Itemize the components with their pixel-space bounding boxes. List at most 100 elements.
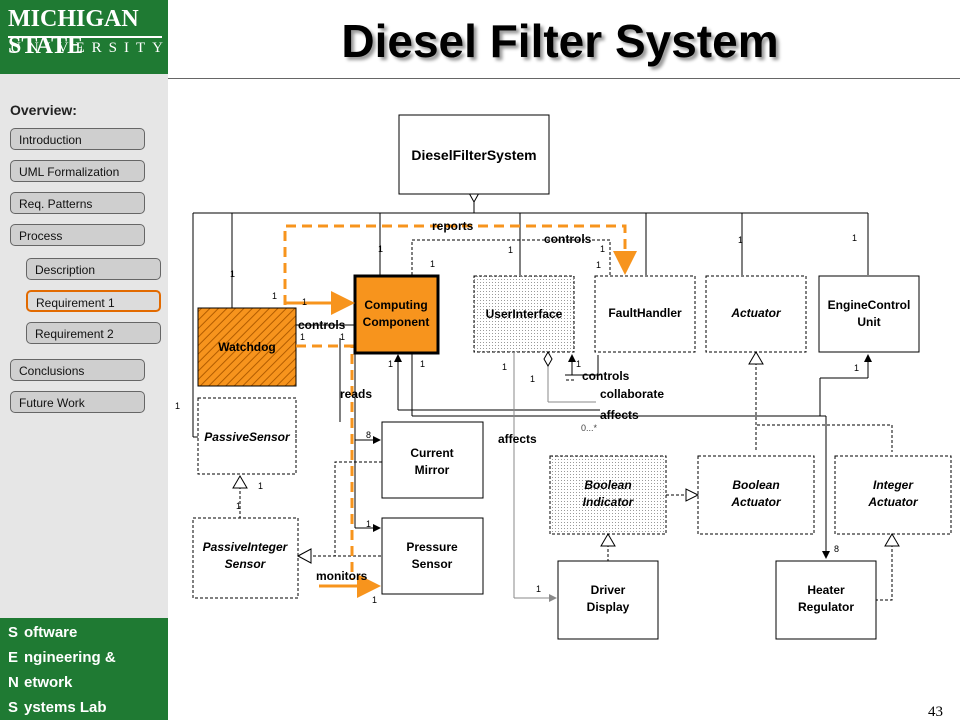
sens-rest: oftware xyxy=(24,624,78,641)
logo-line-2: UNIVERSITY xyxy=(10,40,170,56)
mult-1: 1 xyxy=(600,244,605,254)
sens-rest: ngineering & xyxy=(24,649,116,666)
association-lines xyxy=(296,324,872,559)
class-label: Unit xyxy=(857,315,880,329)
sens-cap: S xyxy=(8,624,19,641)
mult-1: 1 xyxy=(230,269,235,279)
class-actuator: Actuator xyxy=(705,275,807,353)
class-label: Component xyxy=(363,315,430,329)
class-label: Driver xyxy=(591,583,626,597)
class-label: Boolean xyxy=(584,478,631,492)
class-label: Boolean xyxy=(732,478,779,492)
title-divider xyxy=(168,78,960,79)
mult-1: 1 xyxy=(258,481,263,491)
mult-1: 1 xyxy=(530,374,535,384)
mult-1: 1 xyxy=(430,259,435,269)
class-booleanactuator: Boolean Actuator xyxy=(697,455,815,535)
class-label: Actuator xyxy=(730,495,782,509)
mult-1: 1 xyxy=(300,332,305,342)
orange-solid-flows xyxy=(283,291,381,598)
class-passivesensor: PassiveSensor xyxy=(197,397,297,475)
class-label: DieselFilterSystem xyxy=(411,147,536,163)
nav-future-work[interactable]: Future Work xyxy=(10,391,145,413)
label-range: 0...* xyxy=(581,423,598,433)
nav-introduction[interactable]: Introduction xyxy=(10,128,145,150)
sens-rest: ystems Lab xyxy=(24,699,107,716)
class-label: Sensor xyxy=(225,557,267,571)
mult-1: 1 xyxy=(508,245,513,255)
nav-uml-formalization[interactable]: UML Formalization xyxy=(10,160,145,182)
class-label: Sensor xyxy=(412,557,453,571)
nav-requirement-1[interactable]: Requirement 1 xyxy=(26,290,161,312)
gray-association-lines xyxy=(513,352,596,602)
class-label: Actuator xyxy=(730,306,782,320)
mult-1: 1 xyxy=(854,363,859,373)
nav-req-patterns[interactable]: Req. Patterns xyxy=(10,192,145,214)
mult-1: 1 xyxy=(236,501,241,511)
class-label: UserInterface xyxy=(486,307,563,321)
class-pressuresensor: Pressure Sensor xyxy=(381,517,484,595)
label-collaborate: collaborate xyxy=(600,387,664,401)
mult-1: 1 xyxy=(420,359,425,369)
class-label: Indicator xyxy=(583,495,635,509)
mult-8: 8 xyxy=(834,544,839,554)
mult-1: 1 xyxy=(340,332,345,342)
orange-flows xyxy=(283,224,637,580)
composition-diamond xyxy=(543,350,553,368)
aggregation-lines xyxy=(192,197,869,438)
label-affects-right: affects xyxy=(600,408,639,422)
nav-conclusions[interactable]: Conclusions xyxy=(10,359,145,381)
sens-cap: N xyxy=(8,674,19,691)
mult-1: 1 xyxy=(372,595,377,605)
class-passiveintegersensor: PassiveInteger Sensor xyxy=(192,517,299,599)
class-label: EngineControl xyxy=(828,298,911,312)
class-integeractuator: Integer Actuator xyxy=(834,455,952,535)
label-monitors: monitors xyxy=(316,569,368,583)
sidebar: MICHIGAN STATE UNIVERSITY Overview: Intr… xyxy=(0,0,168,720)
generalization-triangles xyxy=(232,351,900,564)
nav-description[interactable]: Description xyxy=(26,258,161,280)
label-controls-right: controls xyxy=(582,369,630,383)
class-label: Pressure xyxy=(406,540,458,554)
nav-requirement-2[interactable]: Requirement 2 xyxy=(26,322,161,344)
class-label: Display xyxy=(587,600,630,614)
class-label: Regulator xyxy=(798,600,854,614)
mult-8: 8 xyxy=(366,430,371,440)
mult-1: 1 xyxy=(536,584,541,594)
class-label: PassiveInteger xyxy=(203,540,289,554)
mult-1: 1 xyxy=(738,235,743,245)
overview-heading: Overview: xyxy=(10,102,77,118)
mult-1: 1 xyxy=(852,233,857,243)
class-driverdisplay: Driver Display xyxy=(557,560,659,640)
class-faulthandler: FaultHandler xyxy=(594,275,696,353)
class-label: Watchdog xyxy=(218,340,276,354)
class-userinterface: UserInterface xyxy=(473,275,575,353)
mult-1: 1 xyxy=(596,260,601,270)
class-label: Mirror xyxy=(415,463,450,477)
class-label: Current xyxy=(410,446,453,460)
association-labels: reports controls controls controls colla… xyxy=(298,219,664,583)
class-label: Actuator xyxy=(867,495,919,509)
class-dieselfiltersystem: DieselFilterSystem xyxy=(398,114,550,195)
class-currentmirror: Current Mirror xyxy=(381,421,484,499)
mult-1: 1 xyxy=(272,291,277,301)
class-heaterregulator: Heater Regulator xyxy=(775,560,877,640)
label-reads: reads xyxy=(340,387,372,401)
mult-1: 1 xyxy=(388,359,393,369)
msu-logo: MICHIGAN STATE UNIVERSITY xyxy=(0,0,168,74)
mult-1: 1 xyxy=(175,401,180,411)
class-label: Heater xyxy=(807,583,845,597)
sens-cap: E xyxy=(8,649,19,666)
page-number: 43 xyxy=(928,704,943,720)
class-booleanindicator: Boolean Indicator xyxy=(549,455,667,535)
class-enginecontrolunit: EngineControl Unit xyxy=(818,275,920,353)
nav-process[interactable]: Process xyxy=(10,224,145,246)
label-controls-left: controls xyxy=(298,318,346,332)
mult-1: 1 xyxy=(302,297,307,307)
uml-class-diagram: DieselFilterSystem Computing Component U… xyxy=(175,114,952,640)
